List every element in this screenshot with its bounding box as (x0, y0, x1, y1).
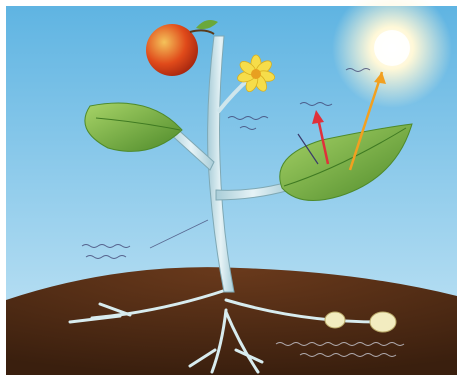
plant-diagram (0, 0, 463, 381)
diagram-canvas (0, 0, 463, 381)
